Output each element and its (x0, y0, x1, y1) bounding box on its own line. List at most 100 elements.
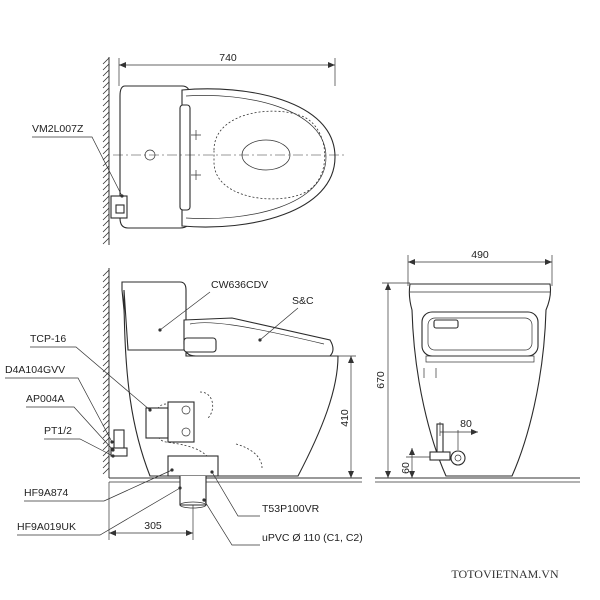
wall-hatch-line (102, 269, 110, 277)
wall-hatch-line (102, 147, 110, 155)
wall-hatch-line (102, 359, 110, 367)
wall-hatch-line (102, 311, 110, 319)
wall-hatch-line (102, 81, 110, 89)
wall-hatch-line (102, 341, 110, 349)
wall-hatch-line (102, 165, 110, 173)
wall-hatch-line (102, 159, 110, 167)
wall-hatch-line (102, 281, 110, 289)
side-trap-dashed-2 (235, 443, 263, 469)
side-flange (167, 455, 219, 477)
wall-hatch-line (102, 201, 110, 209)
top-view: 740 VM2L007Z (32, 52, 345, 245)
wall-hatch-line (102, 467, 110, 475)
dim-front-width: 490 (471, 249, 489, 261)
wall-hatch-line (102, 189, 110, 197)
wall-hatch-line (102, 449, 110, 457)
top-seat-outline (181, 88, 336, 228)
wall-hatch-line (102, 287, 110, 295)
wall-hatch-line (102, 401, 110, 409)
leader-upvc (202, 498, 260, 546)
wall-hatch-line (102, 353, 110, 361)
leader-hf9a019uk (17, 486, 182, 536)
wall-hatch-line (102, 437, 110, 445)
wall-hatch-line (102, 225, 110, 233)
top-wall-valve-knob (115, 204, 125, 214)
side-connector-bolt (181, 405, 191, 415)
dim-seat-height: 410 (339, 409, 351, 427)
wall-hatch-line (102, 141, 110, 149)
leader-d4a104gvv (5, 377, 114, 444)
wall-hatch-line (102, 293, 110, 301)
front-seat (421, 311, 539, 357)
leader-s-and-c (258, 307, 299, 342)
front-supply-valve (429, 451, 451, 461)
front-drain-circle (450, 450, 466, 466)
label-pt12: PT1/2 (44, 425, 72, 437)
top-hinge-bar (179, 104, 191, 211)
wall-hatch-line (102, 275, 110, 283)
label-vm2l007z: VM2L007Z (32, 123, 84, 135)
wall-hatch-line (102, 455, 110, 463)
wall-hatch-line (102, 153, 110, 161)
wall-hatch-line (102, 135, 110, 143)
wall-hatch-line (102, 123, 110, 131)
top-drain-circle (144, 149, 156, 161)
side-drain-pipe (179, 476, 207, 506)
watermark-text: TOTOVIETNAM.VN (451, 567, 559, 581)
leader-vm2l007z (32, 136, 124, 198)
wall-hatch-line (102, 207, 110, 215)
label-t53p100vr: T53P100VR (262, 503, 320, 515)
front-seat-panel (433, 319, 459, 329)
leader-pt12 (44, 438, 115, 458)
wall-hatch-line (102, 329, 110, 337)
wall-hatch-line (102, 129, 110, 137)
leader-hf9a874 (24, 468, 174, 502)
front-view: 490 670 80 60 (375, 249, 580, 483)
wall-hatch-line (102, 323, 110, 331)
side-connector-bolt (181, 427, 191, 437)
wall-hatch-line (102, 63, 110, 71)
label-tcp-16: TCP-16 (30, 333, 66, 345)
wall-hatch-line (102, 219, 110, 227)
wall-hatch-line (102, 231, 110, 239)
wall-hatch-line (102, 413, 110, 421)
wall-hatch-line (102, 377, 110, 385)
wall-hatch-line (102, 461, 110, 469)
top-marker (191, 130, 201, 140)
side-view: 410 305 CW636CDV S&C TCP-16 D4A104GVV AP… (5, 268, 363, 546)
dim-rough-in: 305 (144, 520, 162, 532)
dim-height: 670 (375, 371, 387, 389)
wall-hatch-line (102, 237, 110, 245)
leader-t53p100vr (210, 470, 260, 517)
wall-hatch-line (102, 419, 110, 427)
front-seat-lid (427, 317, 533, 351)
wall-hatch-line (102, 407, 110, 415)
side-seat-hinge (183, 337, 217, 353)
side-tank (121, 281, 187, 351)
wall-hatch-line (102, 57, 110, 65)
side-valve-block (145, 407, 169, 439)
top-bowl-rim (213, 110, 326, 200)
dim-supply-offset: 80 (460, 418, 472, 430)
label-d4a104gvv: D4A104GVV (5, 364, 65, 376)
wall-hatch-line (102, 395, 110, 403)
label-s-and-c: S&C (292, 295, 314, 307)
wall-hatch-line (102, 183, 110, 191)
top-wall-hatch (102, 57, 110, 245)
wall-hatch-line (102, 75, 110, 83)
wall-hatch-line (102, 431, 110, 439)
top-seat-inner (185, 95, 327, 219)
leader-cw636cdv (158, 291, 211, 332)
leader-tcp-16 (30, 346, 152, 412)
label-ap004a: AP004A (26, 393, 65, 405)
wall-hatch-line (102, 213, 110, 221)
side-connector (167, 401, 195, 443)
wall-hatch-line (102, 105, 110, 113)
wall-hatch-line (102, 177, 110, 185)
label-hf9a874: HF9A874 (24, 487, 69, 499)
wall-hatch-line (102, 117, 110, 125)
front-drain-inner (454, 454, 462, 462)
wall-hatch-line (102, 383, 110, 391)
top-marker (191, 170, 201, 180)
wall-hatch-line (102, 99, 110, 107)
